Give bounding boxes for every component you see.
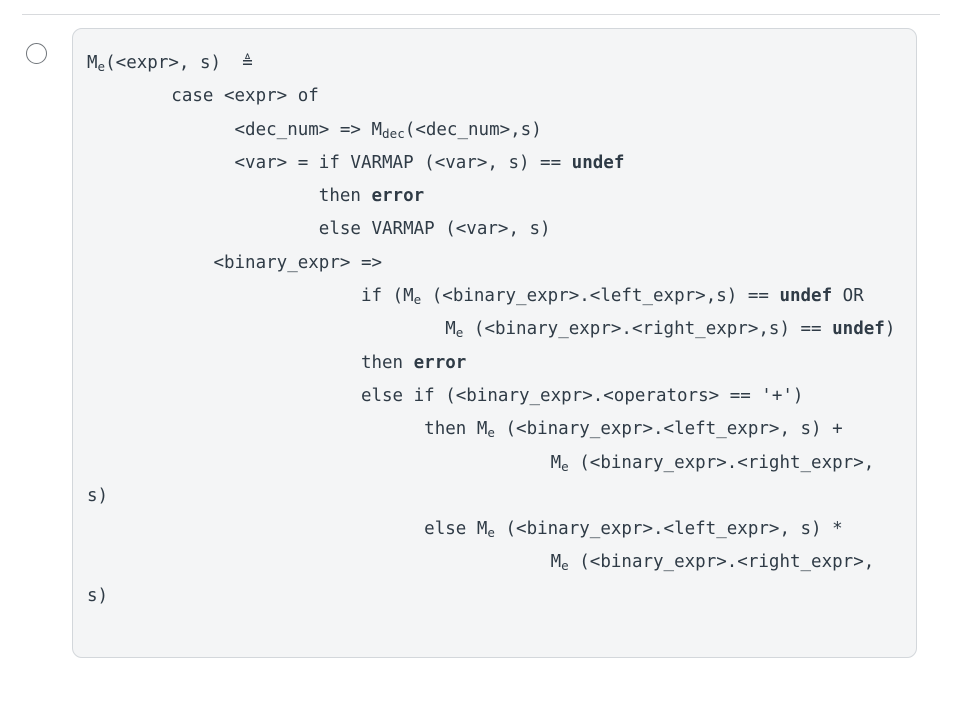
radio-cell bbox=[0, 28, 72, 64]
top-divider bbox=[22, 14, 940, 15]
code-block: Me(<expr>, s) ≜ case <expr> of <dec_num>… bbox=[87, 53, 896, 606]
radio-unselected-icon[interactable] bbox=[25, 43, 47, 64]
answer-option-row[interactable]: Me(<expr>, s) ≜ case <expr> of <dec_num>… bbox=[0, 28, 962, 658]
code-card: Me(<expr>, s) ≜ case <expr> of <dec_num>… bbox=[72, 28, 917, 658]
